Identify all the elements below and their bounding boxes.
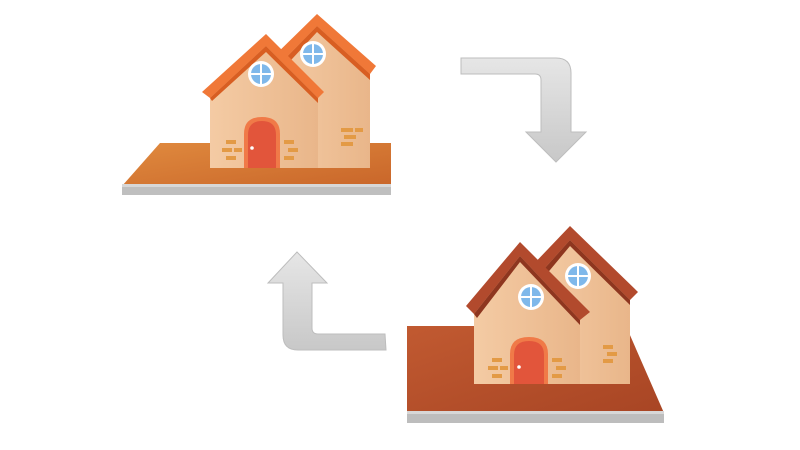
front-house-brown — [466, 242, 590, 384]
round-window-icon — [518, 284, 544, 310]
house-orange-roof — [122, 14, 391, 195]
bricks-decoration — [603, 345, 617, 363]
round-window-icon — [300, 41, 326, 67]
door-icon — [244, 117, 280, 168]
house-brown-roof — [407, 226, 664, 423]
round-window-icon — [565, 263, 591, 289]
arrow-right-down — [460, 57, 588, 163]
arrow-left-up — [266, 251, 387, 351]
bricks-decoration — [488, 358, 566, 378]
bricks-decoration — [341, 128, 363, 146]
door-icon — [510, 337, 548, 384]
round-window-icon — [248, 61, 274, 87]
bricks-decoration — [222, 140, 298, 160]
front-house-orange — [202, 34, 324, 168]
